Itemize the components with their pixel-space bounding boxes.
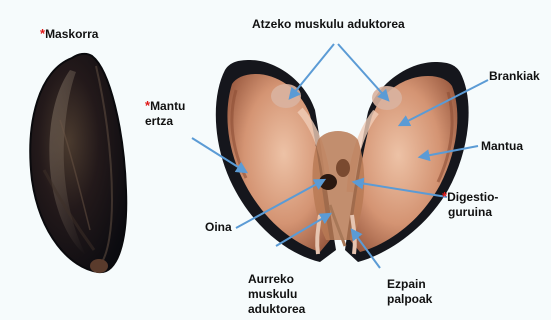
label-digestio-line2: guruina: [448, 205, 522, 220]
label-maskorra: *Maskorra: [40, 26, 98, 42]
label-ezpain-line2: palpoak: [387, 292, 447, 307]
label-aurreko-line3: aduktorea: [248, 302, 318, 317]
label-atzeko-text: Atzeko muskulu aduktorea: [252, 17, 405, 31]
label-maskorra-text: Maskorra: [45, 27, 98, 41]
label-digestio: *Digestio- guruina: [442, 189, 522, 220]
label-brankiak-text: Brankiak: [489, 69, 540, 83]
label-ezpain: Ezpain palpoak: [387, 277, 447, 307]
label-atzeko: Atzeko muskulu aduktorea: [252, 17, 405, 32]
label-mantu-ertza: *Mantu ertza: [145, 98, 205, 129]
label-aurreko: Aurreko muskulu aduktorea: [248, 272, 318, 317]
label-oina-text: Oina: [205, 220, 232, 234]
label-aurreko-line1: Aurreko: [248, 272, 318, 287]
label-digestio-line1: Digestio-: [447, 190, 498, 204]
label-mantua: Mantua: [481, 139, 523, 154]
closed-shell-image: [30, 54, 126, 273]
label-ezpain-line1: Ezpain: [387, 277, 447, 292]
label-mantua-text: Mantua: [481, 139, 523, 153]
label-mantu-ertza-line1: Mantu: [150, 99, 185, 113]
label-oina: Oina: [205, 220, 232, 235]
pointer-atzeko-left: [290, 44, 334, 98]
pointer-atzeko-right: [338, 44, 388, 100]
label-mantu-ertza-line2: ertza: [145, 114, 205, 129]
label-aurreko-line2: muskulu: [248, 287, 318, 302]
label-brankiak: Brankiak: [489, 69, 540, 84]
open-shell-image: [216, 60, 469, 262]
